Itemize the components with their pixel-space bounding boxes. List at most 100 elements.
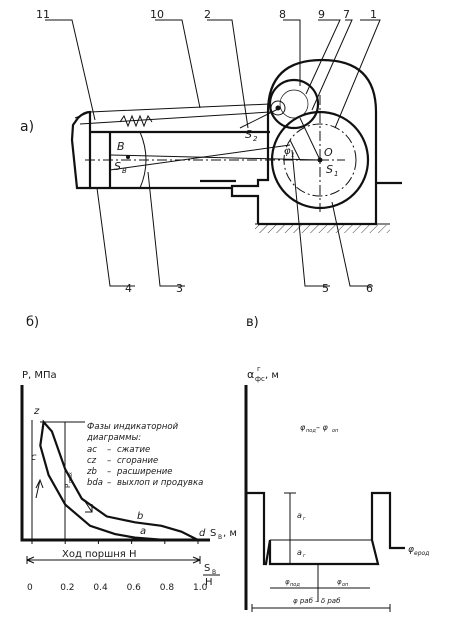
- bottom-label: φ раб – δ раб: [293, 597, 341, 605]
- curve-point: [81, 497, 83, 500]
- callout-6: 6: [366, 282, 373, 295]
- phase-legend: Фазы индикаторной диаграммы: ac – сжатие…: [86, 422, 203, 488]
- x-tick-label: 0: [27, 583, 33, 593]
- ratio-num-sub: В: [212, 569, 216, 576]
- curve-point: [51, 430, 53, 433]
- part-b-label: б): [26, 315, 39, 330]
- phi-wedge: [289, 139, 320, 161]
- spring: [119, 114, 153, 128]
- curve-point: [89, 525, 91, 527]
- cam-pin-ring: [270, 100, 286, 116]
- flywheel: [270, 110, 370, 210]
- port-timing-curve: [246, 491, 405, 566]
- crankcase-housing: [230, 58, 402, 226]
- x-axis-label: S: [210, 528, 216, 539]
- legend-text-bda: выхлоп и продувка: [117, 478, 203, 488]
- label-S1: S: [326, 163, 333, 176]
- label-S2: S: [245, 128, 252, 141]
- curve-point: [180, 539, 183, 541]
- legend-text-cz: сгорание: [117, 456, 158, 466]
- label-S2-sub: 2: [253, 135, 258, 143]
- point-c: c: [31, 452, 37, 463]
- callout-4: 4: [125, 282, 132, 295]
- callout-7: 7: [343, 8, 350, 21]
- label-SB-sub: B: [122, 167, 127, 175]
- x-tick-label: 0.8: [160, 583, 175, 593]
- callout-3: 3: [176, 282, 183, 295]
- sub-dimensions: [270, 564, 370, 602]
- legend-key-zb: zb: [86, 467, 97, 477]
- x-axis-unit: , м: [223, 528, 237, 539]
- curve-point: [160, 525, 163, 527]
- label-SB: S: [114, 160, 121, 173]
- legend-key-bda: bda: [87, 478, 103, 488]
- x-ticks: 0 0.2 0.4 0.6 0.8 1.0: [27, 540, 208, 593]
- ground-hatch: [255, 225, 390, 233]
- legend-text-ac: сжатие: [117, 445, 150, 455]
- compression-arrow: [35, 478, 44, 499]
- phase-label-sub2: оп: [332, 428, 339, 434]
- callout-5: 5: [322, 282, 329, 295]
- label-B: B: [117, 140, 125, 153]
- legend-title-1: Фазы индикаторной: [87, 422, 179, 432]
- x-tick-label: 1.0: [193, 583, 208, 593]
- crank-circle: [283, 123, 357, 197]
- phi-pod-label: φ: [285, 578, 290, 586]
- v-y-unit: , м: [265, 370, 279, 381]
- phase-label: φ: [300, 423, 306, 432]
- x-tick-label: 0.2: [60, 583, 74, 593]
- point-z: z: [33, 406, 40, 417]
- legend-key-cz: cz: [87, 456, 97, 466]
- expansion-arrow: [83, 499, 93, 513]
- curve-point: [134, 536, 136, 539]
- ratio-num: S: [204, 563, 210, 574]
- crank-arm: [299, 117, 321, 161]
- stroke-dimension: [26, 556, 201, 564]
- indicator-diagram: б) P, МПа P max z c b a d S В , м Фазы и…: [20, 315, 237, 593]
- cam-wheel: [268, 78, 320, 130]
- phi-rod-sub: ерод: [414, 550, 429, 557]
- point-a: a: [140, 526, 146, 537]
- pmax-sub: max: [68, 472, 74, 483]
- label-phi: φ: [284, 146, 291, 157]
- curve-point: [105, 515, 108, 518]
- rod-line-lower: [109, 144, 291, 171]
- label-O: O: [324, 146, 333, 159]
- cam-pin: [275, 105, 281, 111]
- x-tick-label: 0.6: [127, 583, 142, 593]
- phi-op-sub: оп: [342, 582, 349, 588]
- phase-label-sub: под: [306, 428, 316, 434]
- cylinder-walls: [90, 130, 270, 190]
- curve-point: [180, 530, 183, 533]
- label-S1-sub: 1: [334, 170, 338, 178]
- mechanism-drawing: а) B S B: [20, 8, 402, 295]
- callout-2: 2: [204, 8, 211, 21]
- ratio-den: H: [205, 577, 213, 588]
- curve-point: [47, 474, 50, 476]
- legend-dash-bda: –: [107, 478, 111, 488]
- upper-link-top: [74, 103, 271, 119]
- v-y-label-sub: фс: [255, 375, 265, 383]
- point-d: d: [199, 528, 206, 539]
- phi-pod-sub: под: [290, 582, 300, 588]
- indicator-curve: [39, 419, 199, 542]
- cam-inner: [279, 89, 309, 119]
- chart-axes: [20, 385, 210, 542]
- x-tick-label: 0.4: [93, 583, 108, 593]
- legend-dash-ac: –: [107, 445, 111, 455]
- lever: [239, 107, 281, 129]
- legend-text-zb: расширение: [116, 467, 173, 477]
- phase-label-mid: – φ: [316, 423, 329, 432]
- legend-dash-cz: –: [107, 456, 111, 466]
- rod-line-upper: [109, 154, 321, 161]
- curve-point: [39, 444, 42, 447]
- callout-leaders: [45, 19, 381, 287]
- piston-pin: [126, 155, 130, 159]
- a2-sub: г: [303, 553, 306, 559]
- legend-dash-zb: –: [107, 467, 111, 477]
- upper-link-bottom: [79, 111, 271, 125]
- callout-11: 11: [36, 8, 50, 21]
- legend-key-ac: ac: [87, 445, 97, 455]
- total-dimension: [251, 604, 391, 612]
